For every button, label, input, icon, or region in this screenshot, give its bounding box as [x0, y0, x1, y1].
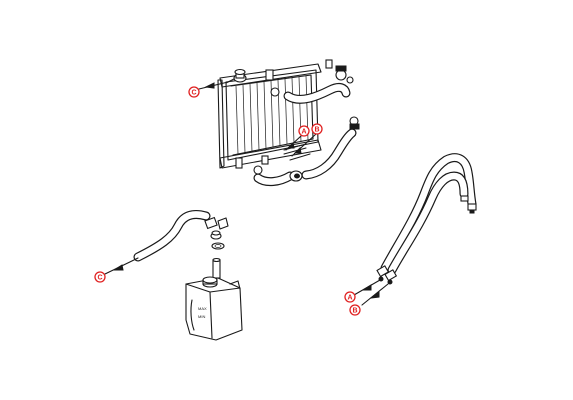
upper-hose-clamp [335, 65, 354, 84]
tag-c-radiator: C [191, 90, 196, 97]
reservoir-pickup-tube [212, 257, 221, 279]
heater-hose-inlet [380, 153, 477, 273]
tank-max-mark: MAX [198, 306, 207, 311]
reservoir-hose-clamp [204, 216, 229, 230]
radiator-cap [233, 68, 247, 83]
lower-radiator-hose [301, 128, 357, 180]
reservoir-tank: MAX MIN [185, 276, 243, 341]
radiator-fins [235, 75, 309, 155]
heater-hose-outlet [387, 171, 469, 275]
tag-a-radiator: A [301, 129, 306, 136]
reservoir-hose [133, 209, 211, 262]
tag-b-radiator: B [314, 127, 319, 134]
heater-hose-end-clamps [460, 195, 477, 214]
upper-mount-bracket [265, 69, 274, 81]
radiator-assembly [217, 59, 360, 187]
reservoir-assembly: MAX MIN [133, 209, 243, 341]
bypass-hose [253, 170, 303, 187]
tank-min-mark: MIN [198, 314, 205, 319]
radiator-core [225, 69, 319, 161]
heater-hose-assembly [376, 153, 477, 285]
lower-hose-clamp [349, 116, 360, 130]
tag-b-heater: B [352, 308, 357, 315]
callout-c-reservoir: C [94, 257, 139, 283]
tag-c-reservoir: C [97, 275, 102, 282]
callout-c-radiator: C [188, 81, 229, 98]
radiator-lower-tank [219, 139, 322, 169]
callout-ab-heater: A B [344, 279, 389, 316]
upper-radiator-hose [283, 82, 351, 104]
callout-ab-radiator: A B [285, 123, 323, 157]
tag-a-heater: A [347, 295, 352, 302]
reservoir-cap [210, 230, 225, 250]
